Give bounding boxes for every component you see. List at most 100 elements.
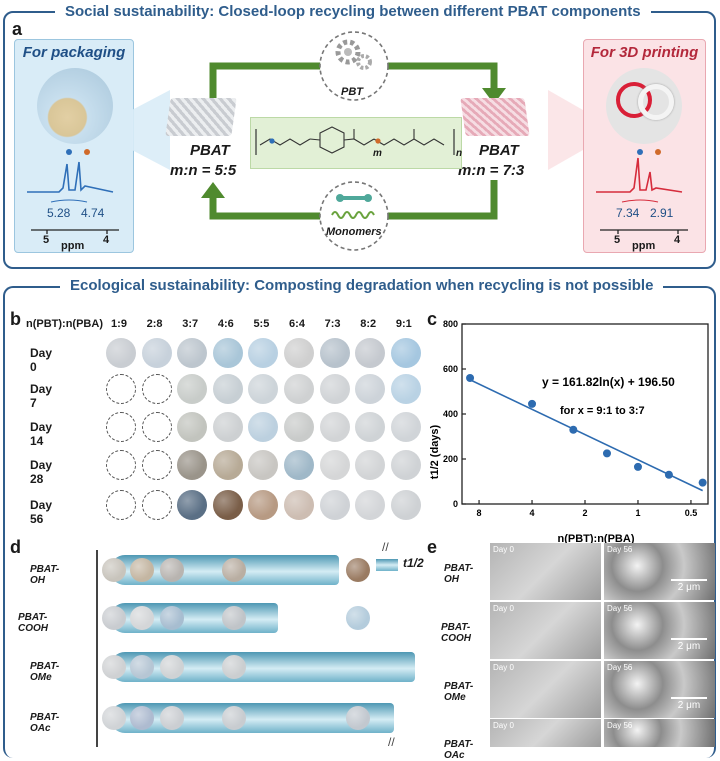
sem-image-day0: Day 0 [490, 661, 601, 718]
x-tick-label: 1 [635, 508, 640, 518]
sample-disc [355, 490, 386, 520]
column-header-6: 7:3 [324, 318, 341, 330]
sample-disc [212, 412, 243, 442]
sample-disc [355, 412, 386, 442]
sample-disc [141, 338, 172, 368]
sem-row-label: PBAT-OH [444, 563, 474, 585]
column-header-5: 6:4 [289, 318, 305, 330]
panel-e-label: e [427, 537, 438, 557]
y-tick-labels: 0 200 400 600 800 [443, 319, 458, 509]
sample-disc [248, 450, 279, 480]
sample-disc [212, 450, 243, 480]
column-header-3: 4:6 [217, 318, 234, 330]
sem-day-tag: Day 56 [607, 721, 633, 730]
sample-disc [177, 374, 208, 404]
pbt-label: PBT [341, 86, 363, 98]
panel-d-axis [96, 550, 98, 747]
sample-disc [355, 374, 386, 404]
sample-disc [355, 338, 386, 368]
sample-name-label: PBAT-OH [30, 564, 60, 586]
sample-disc [346, 558, 370, 582]
fit-equation: y = 161.82ln(x) + 196.50 [542, 375, 675, 389]
left-pbat-ratio: m:n = 5:5 [170, 162, 237, 179]
fit-line [469, 379, 703, 492]
data-points [466, 374, 707, 487]
sample-disc [248, 374, 279, 404]
day-label: Day 56 [30, 498, 53, 526]
sample-name-label: PBAT-OAc [30, 712, 60, 734]
panel-c-label: c [427, 309, 438, 329]
sample-disc [390, 374, 421, 404]
data-point [569, 425, 578, 434]
sem-image-day0: Day 0 [490, 719, 601, 747]
packaging-peak2: 4.74 [81, 206, 105, 220]
scale-bar: 2 μm [671, 638, 707, 652]
y-axis-label: t1/2 (days) [429, 424, 441, 479]
printing-peak1: 7.34 [616, 206, 640, 220]
half-life-bar [110, 652, 415, 682]
sem-row-label: PBAT-OAc [444, 739, 474, 761]
sample-disc [390, 412, 421, 442]
axis-break-bottom: // [388, 735, 395, 749]
sem-image-day0: Day 0 [490, 602, 601, 659]
column-header-8: 9:1 [395, 318, 412, 330]
column-header-2: 3:7 [182, 318, 199, 330]
y-tick-label: 400 [443, 409, 458, 419]
sample-disc [177, 412, 208, 442]
sem-image-day56: Day 56 2 μm [604, 543, 715, 600]
x-tick-label: 2 [582, 508, 587, 518]
packaging-tick-4: 4 [103, 234, 110, 246]
empty-sample [106, 450, 136, 480]
sample-disc [346, 706, 370, 730]
sample-disc [177, 338, 208, 368]
sample-disc [130, 655, 154, 679]
sample-disc [160, 655, 184, 679]
sem-image-day0: Day 0 [490, 543, 601, 600]
regression-line [469, 379, 703, 492]
empty-sample [141, 490, 172, 520]
sample-disc [222, 706, 246, 730]
column-header-0: 1:9 [111, 318, 127, 330]
sample-disc [160, 606, 184, 630]
data-point [633, 462, 642, 471]
data-point [602, 449, 611, 458]
x-axis-label: n(PBT):n(PBA) [558, 533, 635, 545]
packaging-title: For packaging [22, 44, 126, 61]
sample-disc [390, 450, 421, 480]
printing-title: For 3D printing [590, 44, 699, 61]
column-header-7: 8:2 [360, 318, 377, 330]
day-label: Day 14 [30, 420, 53, 448]
sample-disc [160, 706, 184, 730]
sample-disc [284, 450, 314, 480]
sample-disc [102, 606, 126, 630]
sample-name-label: PBAT-COOH [18, 612, 48, 634]
packaging-nmr [27, 149, 119, 234]
printing-nmr [596, 149, 688, 234]
y-tick-label: 0 [453, 499, 458, 509]
packaging-peak1: 5.28 [47, 206, 71, 220]
day-label: Day 7 [30, 382, 53, 410]
sem-day-tag: Day 56 [607, 545, 633, 554]
wrench-icon [336, 194, 372, 202]
data-point [528, 399, 537, 408]
sample-disc [319, 450, 350, 480]
sample-disc [319, 374, 350, 404]
scale-bar-label: 2 μm [677, 582, 701, 593]
sample-disc [160, 558, 184, 582]
y-tick-label: 600 [443, 364, 458, 374]
day-label: Day 28 [30, 458, 53, 486]
monomer-wave-icon [331, 211, 375, 219]
scale-bar: 2 μm [671, 579, 707, 593]
sem-day-tag: Day 0 [493, 663, 514, 672]
pbat-structure [255, 126, 455, 155]
sample-disc [177, 490, 208, 520]
y-tick-label: 800 [443, 319, 458, 329]
packaging-ppm: ppm [61, 240, 85, 252]
formula-m: m [373, 148, 382, 159]
y-tick-label: 200 [443, 454, 458, 464]
